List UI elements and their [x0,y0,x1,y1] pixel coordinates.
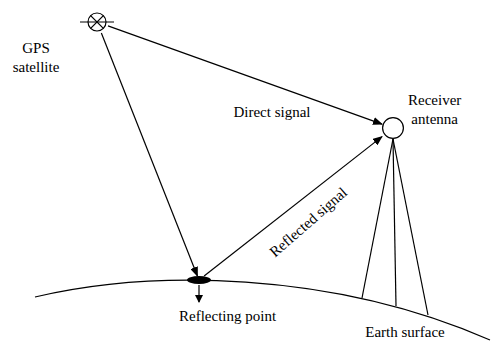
satellite-symbol [86,11,108,33]
edge-label: Direct signal [233,103,310,122]
node-label: Reflecting point [179,307,276,326]
circle-symbol [382,117,404,139]
signal-path [108,26,382,124]
satellite-node: GPS satellite [86,11,108,33]
surface-label: Earth surface [365,323,445,342]
signal-path [101,33,197,276]
node-label: Receiver antenna [408,91,461,129]
leader-arrow [198,285,199,302]
signal-path [204,137,382,276]
ellipse-symbol [187,276,211,284]
edge-label: Reflected signal [266,183,351,261]
tripod-leg [393,139,396,306]
tripod-leg [362,139,393,298]
tripod-leg [393,139,428,315]
ellipse-node: Reflecting point [187,276,211,284]
node-label: GPS satellite [13,39,60,77]
circle-node: Receiver antenna [382,117,404,139]
